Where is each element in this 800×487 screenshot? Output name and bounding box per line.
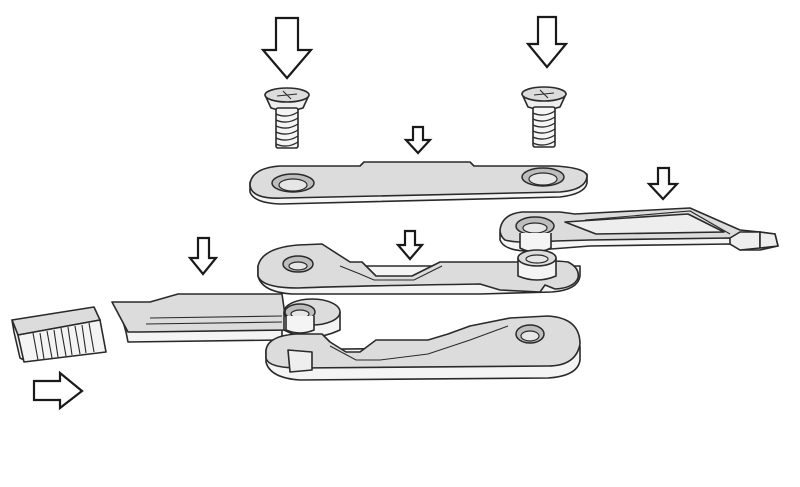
- screw-right: [521, 86, 567, 148]
- screw-left: [264, 87, 310, 149]
- arrow-down-left-blade: [187, 236, 219, 276]
- left-blade: [111, 293, 341, 343]
- arrow-down-screw-right: [525, 15, 569, 69]
- bottom-key-arm: [265, 315, 581, 381]
- ridged-slider-block: [11, 306, 107, 363]
- arrow-down-top-plate: [403, 125, 433, 155]
- arrow-down-middle-arm: [395, 229, 425, 261]
- upper-blade-right: [499, 207, 779, 253]
- arrow-down-screw-left: [260, 16, 314, 80]
- arrow-down-upper-blade: [646, 166, 680, 201]
- arrow-right-slider: [32, 370, 84, 411]
- middle-key-arm: [257, 243, 581, 295]
- top-plate: [249, 161, 588, 205]
